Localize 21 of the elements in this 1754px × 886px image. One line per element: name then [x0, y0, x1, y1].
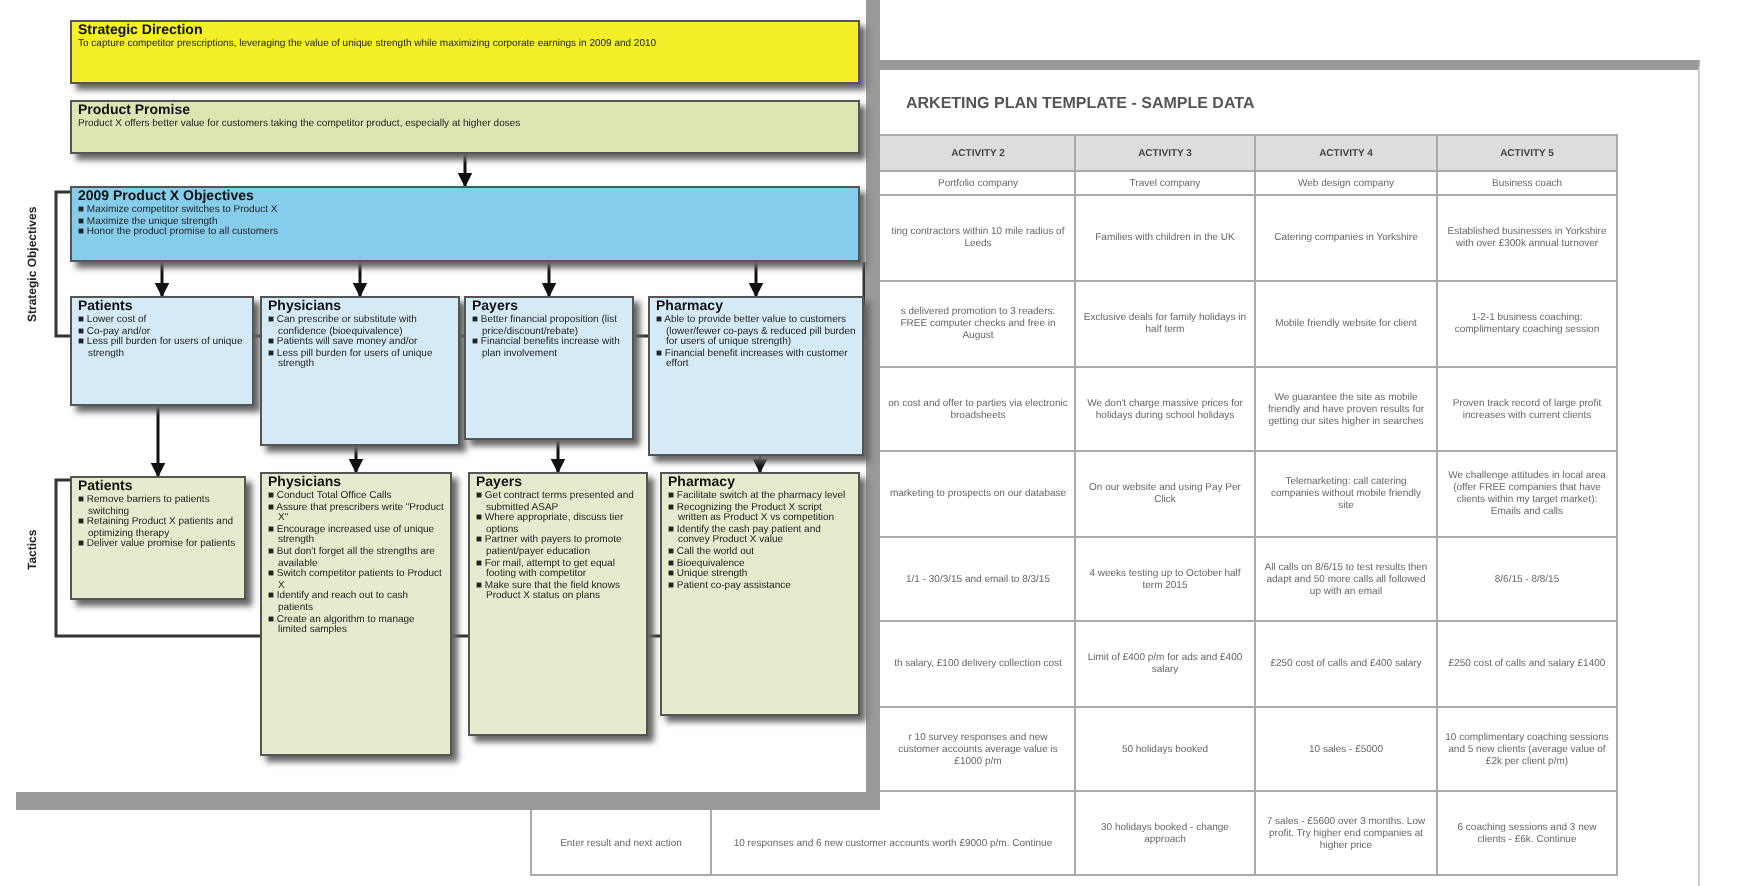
- process-box: [648, 296, 864, 456]
- process-box: [70, 186, 860, 262]
- arrow: [150, 406, 166, 478]
- arrow: [541, 262, 557, 298]
- arrow: [550, 440, 566, 474]
- process-box: [70, 20, 860, 84]
- process-box: [468, 472, 648, 736]
- arrow: [154, 262, 170, 298]
- process-box: [70, 476, 246, 600]
- process-box: [464, 296, 634, 440]
- process-box: [260, 296, 460, 446]
- process-box: [660, 472, 860, 716]
- process-box: [70, 100, 860, 154]
- table-title: ARKETING PLAN TEMPLATE - SAMPLE DATA: [906, 94, 1255, 112]
- arrow: [457, 154, 473, 188]
- process-box: [70, 296, 254, 406]
- arrow: [748, 262, 764, 298]
- process-box: [260, 472, 452, 756]
- arrow: [348, 446, 364, 474]
- arrow: [752, 456, 768, 474]
- arrow: [352, 262, 368, 298]
